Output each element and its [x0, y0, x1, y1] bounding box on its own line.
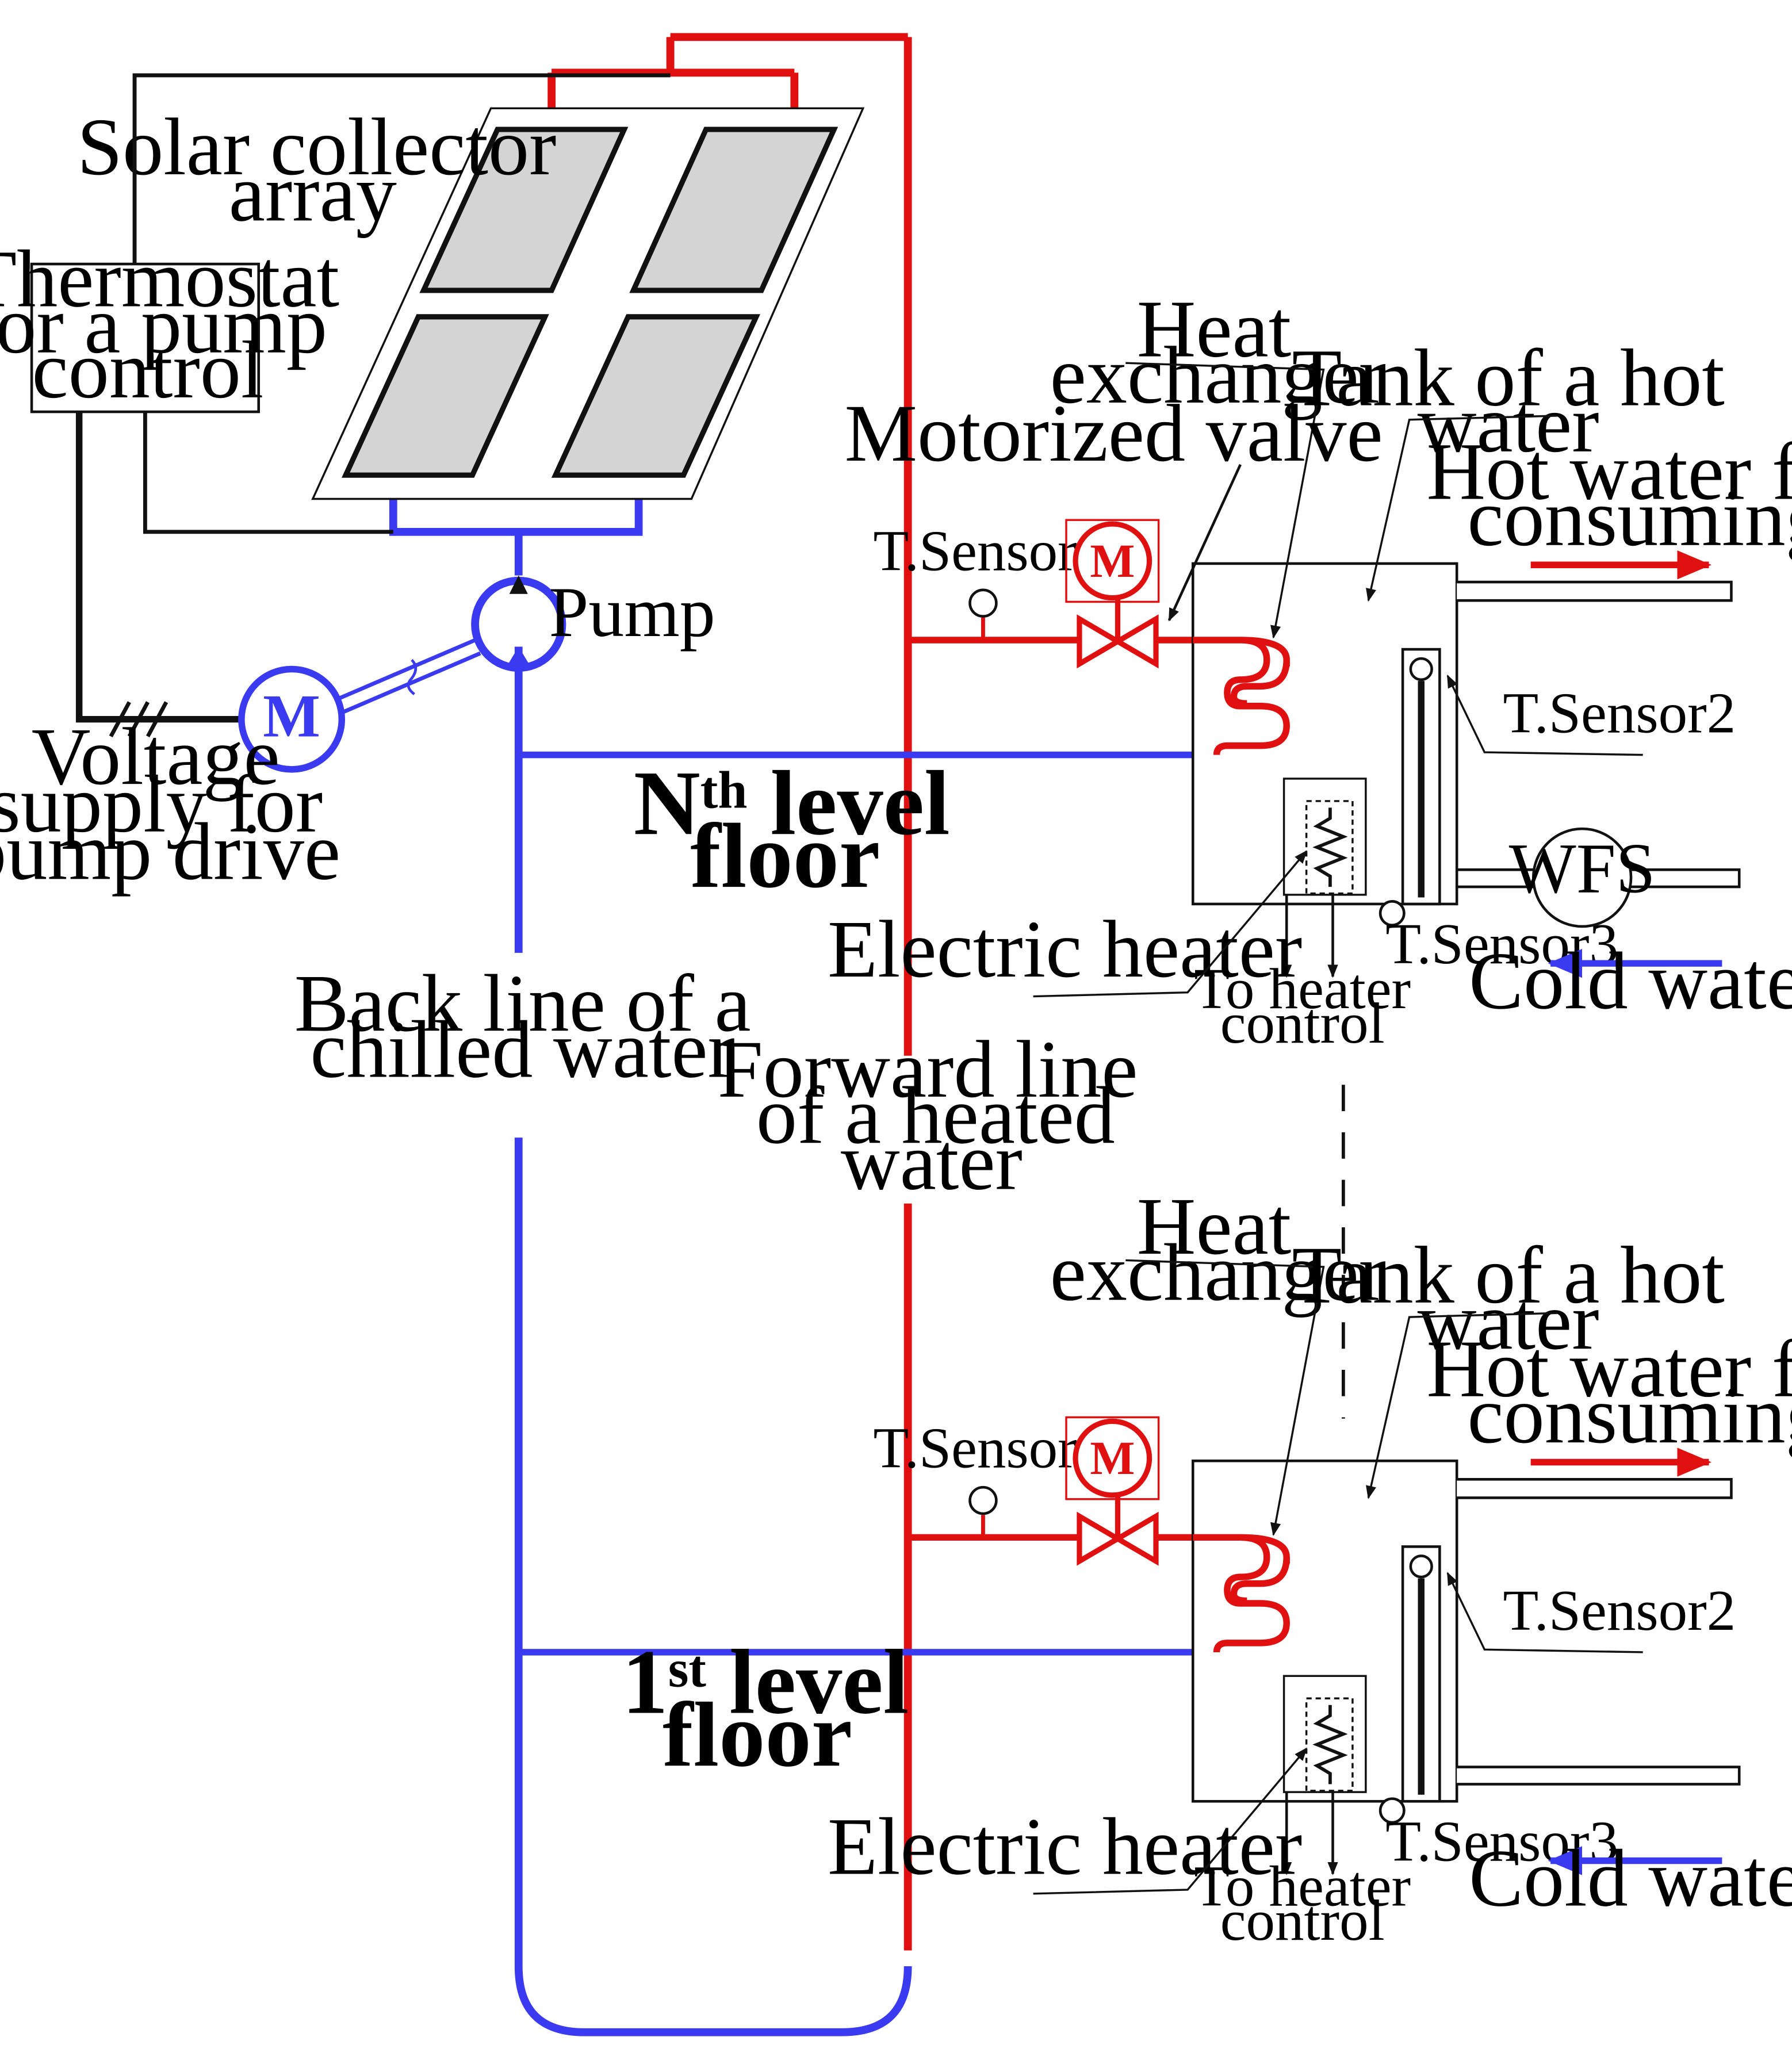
heat-exchanger-pointer [1125, 362, 1325, 639]
heater-element-frame [1305, 800, 1354, 895]
collector-panel [629, 127, 838, 293]
tsensor2-label: T.Sensor2 [1503, 1578, 1736, 1642]
thermostat-label-line2: for a pump [0, 279, 327, 370]
cold-water-label: Cold water [1469, 935, 1792, 1026]
valve-motor-icon [1073, 1418, 1152, 1498]
floor-level-label-line2: floor [690, 805, 880, 907]
tsensor1-label: T.Sensor1 [874, 1416, 1106, 1480]
floor-level-label: Nth level [634, 752, 950, 854]
voltage-label-line1: Voltage [32, 711, 280, 802]
valve-motor-frame [1065, 519, 1160, 603]
thermostat-box [30, 262, 261, 413]
back-line-pipe [389, 470, 912, 2036]
tank-pointer [1366, 1312, 1557, 1499]
heater-control-label-line2: control [1220, 991, 1385, 1055]
motorized-valve-pointer [1167, 464, 1242, 622]
valve-motor-letter: M [1090, 534, 1135, 587]
electric-heater-pointer [1033, 850, 1308, 998]
collector-panel [342, 314, 549, 478]
tsensor3-icon [1379, 900, 1406, 926]
tank-label-line2: water [1418, 1276, 1599, 1366]
tsensor1-icon [968, 588, 998, 618]
solar-collector-array [311, 107, 865, 500]
hot-outlet-pipe [1457, 580, 1733, 602]
heat-exchanger-label-line1: Heat [1137, 1181, 1292, 1272]
tsensor2-pointer [1446, 674, 1643, 756]
back-line-label-1: Back line of a [294, 958, 751, 1048]
hot-water-label-line2: consuming [1467, 472, 1792, 563]
collector-panel [419, 127, 629, 293]
tsensor2-icon [1409, 657, 1433, 681]
floor-level-label-line2: floor [663, 1683, 852, 1786]
forward-line-label-1: Forward line [718, 1024, 1138, 1115]
thermostat-label-line1: Thermostat [0, 233, 339, 324]
forward-line-pipe [547, 33, 912, 1951]
electric-heater-label: Electric heater [828, 903, 1302, 994]
heat-exchanger-coil [1193, 637, 1290, 756]
tsensor2-pointer [1446, 1572, 1643, 1653]
electric-heater-pointer [1033, 1747, 1308, 1895]
valve-motor-letter: M [1090, 1431, 1135, 1484]
heater-control-label-line1: To heater [1194, 956, 1411, 1021]
tsensor1-label: T.Sensor1 [874, 518, 1106, 583]
valve-motor-icon [1073, 521, 1152, 601]
voltage-label-line3: pump drive [0, 806, 340, 897]
tsensor2-label: T.Sensor2 [1503, 681, 1736, 745]
cold-inlet-pipe [1457, 1766, 1741, 1786]
heater-element-frame [1305, 1697, 1354, 1792]
heat-exchanger-label-line1: Heat [1137, 284, 1292, 374]
solar-label-line1: Solar collector [77, 101, 556, 192]
heater-element-icon [1312, 807, 1348, 887]
motorized-valve-label: Motorized valve [845, 388, 1383, 478]
pump-motor-letter: M [263, 683, 320, 750]
pump-symbol [471, 575, 566, 672]
solar-label-line2: array [229, 147, 397, 238]
tank-label-line2: water [1418, 378, 1599, 469]
tsensor1-icon [968, 1485, 998, 1515]
heater-control-label-line2: control [1220, 1888, 1385, 1952]
thermostat-label-line3: control [32, 324, 264, 415]
hot-water-label-line2: consuming [1467, 1369, 1792, 1460]
heat-exchanger-pointer [1125, 1259, 1325, 1536]
control-wires [75, 73, 671, 738]
forward-line-label-2: of a heated [756, 1070, 1115, 1161]
hot-water-label-line1: Hot water for [1426, 426, 1792, 517]
cold-inlet-pipe [1457, 868, 1741, 889]
collector-panel [551, 314, 760, 478]
floor-level-label: 1st level [622, 1630, 909, 1733]
pump-motor-icon [238, 665, 346, 773]
flow-sensor-label: WFS [1509, 829, 1656, 907]
flow-sensor-icon [1531, 827, 1633, 928]
heat-exchanger-label-line2: exchanger [1050, 1227, 1386, 1318]
heater-element-icon [1312, 1705, 1348, 1785]
hot-outlet-pipe [1457, 1478, 1733, 1499]
back-line-label-2: chilled water [310, 1004, 735, 1095]
pump-label: Pump [549, 573, 715, 652]
pump-shaft [335, 638, 481, 715]
tank-label-line1: Tank of a hot [1292, 1230, 1724, 1320]
tsensor2-icon [1409, 1554, 1433, 1579]
tank-label-line1: Tank of a hot [1292, 332, 1724, 423]
heat-exchanger-coil [1193, 1534, 1290, 1653]
voltage-label-line2: supply for [0, 759, 323, 849]
tank-pointer [1366, 415, 1557, 602]
cold-water-label: Cold water [1469, 1832, 1792, 1923]
heat-exchanger-label-line2: exchanger [1050, 330, 1386, 420]
heater-control-label-line1: To heater [1194, 1854, 1411, 1918]
hot-water-label-line1: Hot water for [1426, 1323, 1792, 1414]
electric-heater-label: Electric heater [828, 1801, 1302, 1891]
forward-line-label-3: water [841, 1116, 1023, 1207]
tsensor3-icon [1379, 1797, 1406, 1824]
valve-motor-frame [1065, 1416, 1160, 1500]
